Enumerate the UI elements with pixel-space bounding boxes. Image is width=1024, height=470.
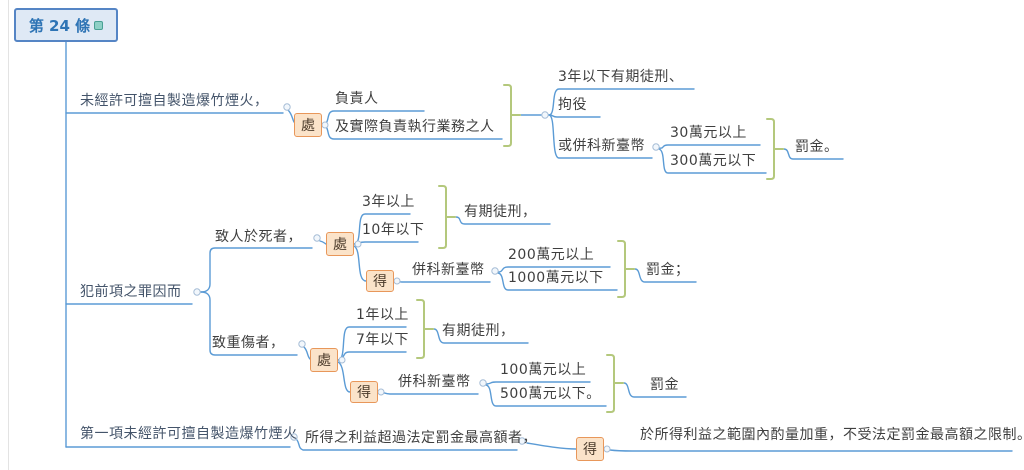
node-b1-topic[interactable]: 未經許可擅自製造爆竹煙火， xyxy=(80,93,269,109)
node-b1-fine-min[interactable]: 30萬元以上 xyxy=(670,125,747,141)
badge-b2a-chu[interactable]: 處 xyxy=(326,232,354,256)
collapse-toggle-dot[interactable] xyxy=(491,267,499,275)
node-b1-fine-max[interactable]: 300萬元以下 xyxy=(670,153,757,169)
collapse-toggle-dot[interactable] xyxy=(541,111,549,119)
root-topic[interactable]: 第 24 條 xyxy=(14,8,118,42)
node-b2a-term[interactable]: 有期徒刑， xyxy=(464,204,537,220)
node-b2b-fine-label[interactable]: 併科新臺幣 xyxy=(398,374,471,390)
node-b1-fine[interactable]: 罰金。 xyxy=(795,139,839,155)
collapse-dots xyxy=(193,103,660,453)
node-b3-topic[interactable]: 第一項未經許可擅自製造爆竹煙火 xyxy=(80,426,298,442)
badge-b3-de[interactable]: 得 xyxy=(576,437,604,461)
root-topic-label: 第 24 條 xyxy=(28,16,91,35)
collapse-toggle-dot[interactable] xyxy=(283,103,291,111)
tag-icon[interactable] xyxy=(94,20,104,30)
collapse-toggle-dot[interactable] xyxy=(652,143,660,151)
collapse-toggle-dot[interactable] xyxy=(603,445,611,453)
collapse-toggle-dot[interactable] xyxy=(354,240,362,248)
node-b2a-fine-label[interactable]: 併科新臺幣 xyxy=(412,262,485,278)
node-b2b-term-max[interactable]: 7年以下 xyxy=(356,332,409,348)
node-b2b-fine[interactable]: 罰金 xyxy=(650,377,679,393)
collapse-toggle-dot[interactable] xyxy=(298,340,306,348)
node-b2a-cond[interactable]: 致人於死者， xyxy=(215,229,302,245)
node-b1-person1[interactable]: 負責人 xyxy=(335,91,379,107)
node-b2a-fine-max[interactable]: 1000萬元以下 xyxy=(508,270,604,286)
node-b2a-fine-min[interactable]: 200萬元以上 xyxy=(508,247,595,263)
node-b1-pen2[interactable]: 拘役 xyxy=(558,97,587,113)
connector-lines xyxy=(65,41,1013,452)
node-b2a-term-max[interactable]: 10年以下 xyxy=(362,222,425,238)
collapse-toggle-dot[interactable] xyxy=(193,288,201,296)
node-b2-topic[interactable]: 犯前項之罪因而 xyxy=(80,284,182,300)
badge-b2b-chu[interactable]: 處 xyxy=(310,348,338,372)
node-b2b-term[interactable]: 有期徒刑， xyxy=(442,323,515,339)
collapse-toggle-dot[interactable] xyxy=(479,379,487,387)
node-b2b-fine-max[interactable]: 500萬元以下。 xyxy=(500,386,601,402)
collapse-toggle-dot[interactable] xyxy=(321,121,329,129)
node-b1-pen3[interactable]: 或併科新臺幣 xyxy=(558,138,645,154)
collapse-toggle-dot[interactable] xyxy=(377,388,385,396)
node-b2a-fine[interactable]: 罰金； xyxy=(646,262,690,278)
collapse-toggle-dot[interactable] xyxy=(290,433,298,441)
collapse-toggle-dot[interactable] xyxy=(313,234,321,242)
badge-b2b-de[interactable]: 得 xyxy=(350,381,378,403)
collapse-toggle-dot[interactable] xyxy=(518,437,526,445)
node-b3-result[interactable]: 於所得利益之範圍內酌量加重，不受法定罰金最高額之限制。 xyxy=(640,427,1024,443)
node-b2b-cond[interactable]: 致重傷者， xyxy=(212,335,285,351)
collapse-toggle-dot[interactable] xyxy=(338,356,346,364)
summary-brackets xyxy=(416,84,784,413)
node-b2b-term-min[interactable]: 1年以上 xyxy=(356,307,409,323)
node-b1-person2[interactable]: 及實際負責執行業務之人 xyxy=(335,119,495,135)
node-b2b-fine-min[interactable]: 100萬元以上 xyxy=(500,362,587,378)
badge-b2a-de[interactable]: 得 xyxy=(366,270,394,292)
canvas-edge xyxy=(8,0,9,470)
node-b3-cond[interactable]: 所得之利益超過法定罰金最高額者， xyxy=(305,430,537,446)
badge-b1-chu[interactable]: 處 xyxy=(294,113,322,137)
node-b1-pen1[interactable]: 3年以下有期徒刑、 xyxy=(558,69,684,85)
collapse-toggle-dot[interactable] xyxy=(393,277,401,285)
node-b2a-term-min[interactable]: 3年以上 xyxy=(362,194,415,210)
